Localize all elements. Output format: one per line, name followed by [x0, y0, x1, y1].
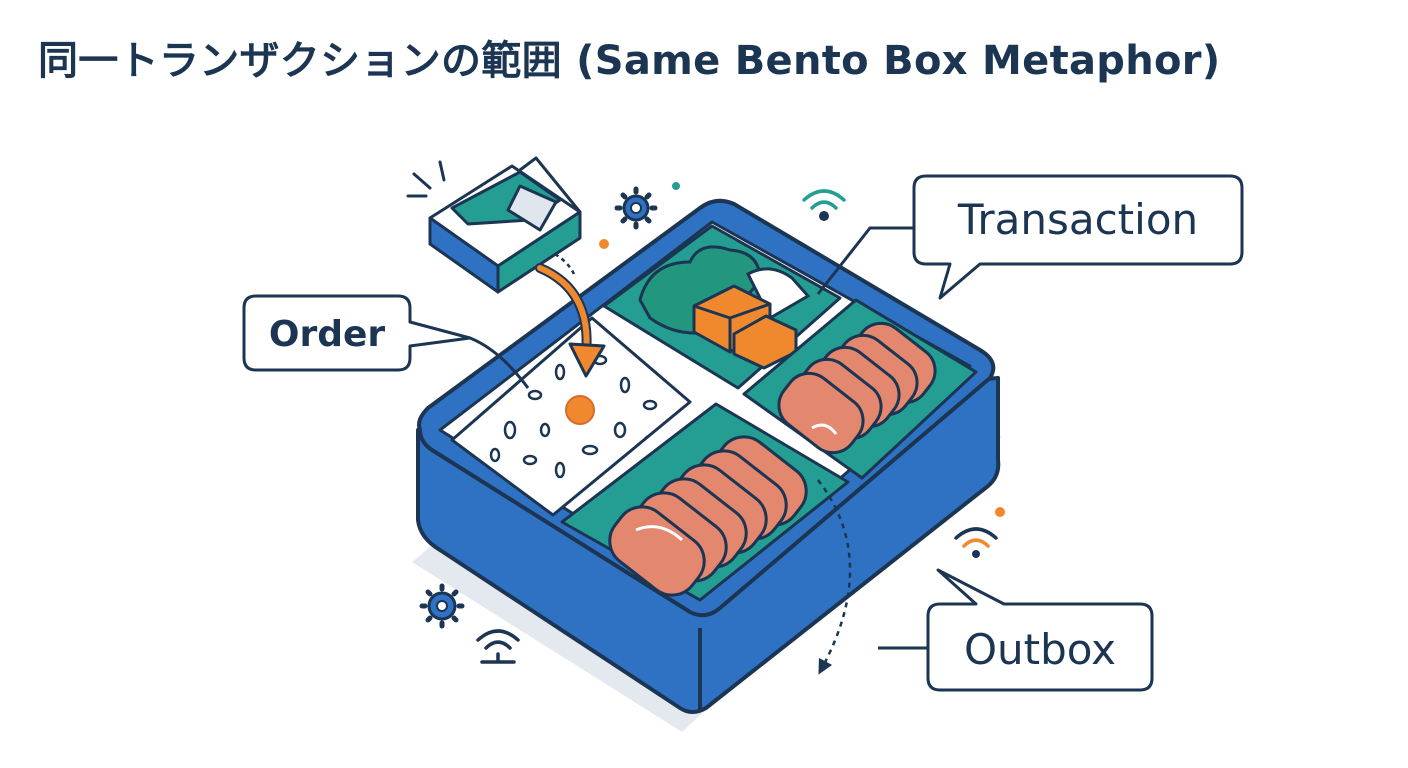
wifi-icon: [802, 189, 846, 221]
wifi-icon: [954, 527, 998, 558]
callout-order-label: Order: [269, 314, 386, 355]
callout-transaction-label: Transaction: [957, 195, 1198, 244]
umeboshi: [565, 395, 595, 425]
gear-icon: [419, 583, 465, 629]
compartment-meat-outbox: [560, 402, 850, 602]
compartment-meat-right: [742, 298, 978, 480]
tamagoyaki: [692, 284, 798, 370]
envelope-icon: [428, 156, 582, 294]
compartment-veggies: [602, 224, 842, 390]
dot-icon: [599, 239, 609, 249]
callout-outbox: Outbox: [878, 568, 1154, 692]
callout-transaction: Transaction: [816, 174, 1244, 300]
drop-arrow: [535, 252, 606, 378]
dot-icon: [995, 507, 1005, 517]
arrow-icon: [817, 479, 852, 675]
wifi-icon: [476, 629, 520, 664]
callout-outbox-label: Outbox: [964, 625, 1116, 674]
compartment-rice: [450, 316, 692, 517]
page-title: 同一トランザクションの範囲 (Same Bento Box Metaphor): [38, 38, 1221, 84]
callout-order: Order: [242, 294, 530, 389]
dot-icon: [672, 182, 680, 190]
sparkle-icon: [406, 160, 446, 198]
gear-icon: [614, 186, 658, 230]
